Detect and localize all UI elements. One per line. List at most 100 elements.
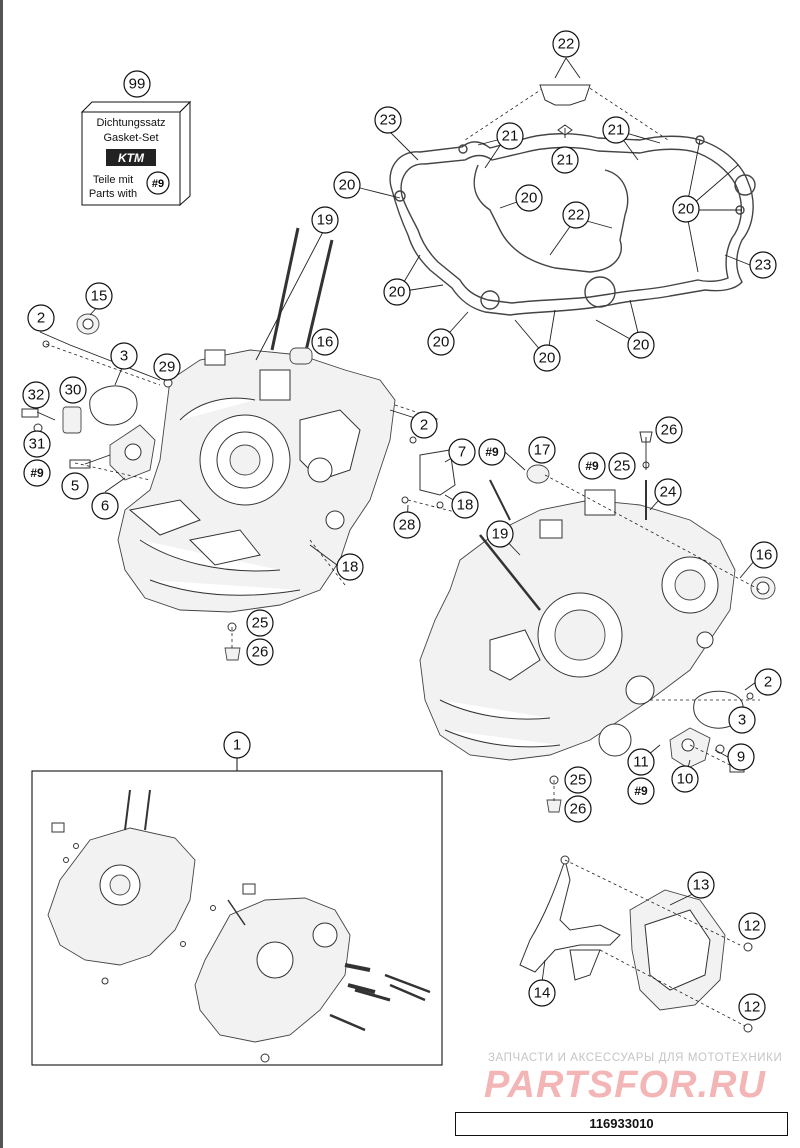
svg-text:6: 6: [101, 498, 109, 515]
svg-text:20: 20: [521, 190, 538, 207]
callout-15: 15: [85, 282, 113, 310]
left-crankcase-half: [117, 349, 396, 613]
svg-text:29: 29: [159, 359, 176, 376]
callout-ref-9-right: #9: [578, 452, 606, 480]
svg-text:26: 26: [252, 644, 269, 661]
callout-25-left: 25: [246, 609, 274, 637]
svg-text:19: 19: [492, 526, 509, 543]
callout-12-upper: 12: [738, 912, 766, 940]
callout-6: 6: [91, 492, 119, 520]
callout-3-right: 3: [728, 706, 756, 734]
svg-text:5: 5: [71, 478, 79, 495]
callout-23-left: 23: [374, 106, 402, 134]
svg-text:20: 20: [633, 337, 650, 354]
callout-9: 9: [727, 743, 755, 771]
svg-text:#9: #9: [485, 445, 499, 459]
catalog-number: 116933010: [455, 1112, 788, 1136]
svg-text:3: 3: [738, 712, 746, 729]
callout-29: 29: [153, 353, 181, 381]
callout-19-right: 19: [486, 520, 514, 548]
callout-30: 30: [59, 376, 87, 404]
callout-20-b: 20: [515, 184, 543, 212]
svg-text:31: 31: [29, 436, 46, 453]
callout-12-lower: 12: [738, 993, 766, 1021]
svg-text:20: 20: [339, 177, 356, 194]
svg-text:#9: #9: [634, 784, 648, 798]
svg-text:#9: #9: [585, 459, 599, 473]
svg-text:2: 2: [37, 310, 45, 327]
gasket-set-box: Dichtungssatz Gasket-Set KTM Teile mit P…: [80, 100, 192, 207]
callout-10: 10: [671, 765, 699, 793]
callout-28: 28: [393, 511, 421, 539]
callout-32: 32: [22, 381, 50, 409]
callout-2-left: 2: [27, 304, 55, 332]
svg-text:2: 2: [420, 417, 428, 434]
kit-ref: #9: [152, 178, 164, 190]
svg-text:12: 12: [744, 999, 761, 1016]
svg-text:#9: #9: [30, 466, 44, 480]
callout-11: 11: [627, 748, 655, 776]
svg-text:22: 22: [568, 207, 585, 224]
svg-text:30: 30: [65, 382, 82, 399]
svg-text:99: 99: [129, 76, 146, 93]
callout-20-g: 20: [627, 331, 655, 359]
svg-text:21: 21: [557, 152, 574, 169]
callout-22-top: 22: [552, 30, 580, 58]
svg-text:9: 9: [737, 749, 745, 766]
svg-text:23: 23: [380, 112, 397, 129]
callout-19-left: 19: [311, 206, 339, 234]
callout-31: 31: [23, 430, 51, 458]
callout-17: 17: [528, 436, 556, 464]
svg-text:3: 3: [120, 348, 128, 365]
callout-25-bottom: 25: [564, 766, 592, 794]
svg-text:1: 1: [233, 737, 241, 754]
svg-text:26: 26: [570, 801, 587, 818]
callout-ref-9-middle: #9: [478, 438, 506, 466]
bracket-22-leaders: [464, 84, 669, 141]
callout-24: 24: [654, 478, 682, 506]
callout-20-c: 20: [672, 195, 700, 223]
svg-text:19: 19: [317, 212, 334, 229]
callout-20-d: 20: [383, 278, 411, 306]
svg-text:10: 10: [677, 771, 694, 788]
callout-16-left: 16: [311, 328, 339, 356]
svg-text:28: 28: [399, 517, 416, 534]
complete-crankcase-box: [31, 758, 443, 1066]
callout-20-f: 20: [533, 344, 561, 372]
ktm-logo: [106, 149, 156, 166]
callout-25-top: 25: [608, 452, 636, 480]
svg-text:24: 24: [660, 484, 677, 501]
svg-text:11: 11: [633, 754, 649, 771]
svg-text:20: 20: [433, 334, 450, 351]
svg-text:14: 14: [534, 985, 551, 1002]
svg-text:20: 20: [389, 284, 406, 301]
svg-text:13: 13: [693, 877, 710, 894]
callout-23-right: 23: [749, 251, 777, 279]
callout-ref-9-left: #9: [23, 459, 51, 487]
callout-21-center: 21: [551, 146, 579, 174]
callout-26-bottom: 26: [564, 795, 592, 823]
watermark-subtitle: ЗАПЧАСТИ И АКСЕССУАРЫ ДЛЯ МОТОТЕХНИКИ: [488, 1052, 783, 1064]
callout-16-right: 16: [750, 541, 778, 569]
svg-text:23: 23: [755, 257, 772, 274]
watermark-brand: PARTSFOR.RU: [484, 1064, 766, 1106]
kit-line-1: Dichtungssatz: [96, 117, 165, 129]
callout-18-upper: 18: [451, 491, 479, 519]
callout-20-e: 20: [427, 328, 455, 356]
callout-2-right: 2: [754, 668, 782, 696]
callout-7: 7: [448, 438, 476, 466]
callout-26-top: 26: [655, 416, 683, 444]
svg-text:21: 21: [502, 128, 519, 145]
kit-line-3: Teile mit: [93, 174, 133, 186]
callout-21-left: 21: [496, 122, 524, 150]
svg-text:20: 20: [539, 350, 556, 367]
svg-text:12: 12: [744, 918, 761, 935]
svg-text:25: 25: [570, 772, 587, 789]
svg-text:32: 32: [28, 387, 45, 404]
svg-text:16: 16: [756, 547, 773, 564]
svg-text:25: 25: [614, 458, 631, 475]
svg-text:20: 20: [678, 201, 695, 218]
svg-text:22: 22: [558, 36, 575, 53]
callout-13: 13: [687, 871, 715, 899]
callout-2-middle: 2: [410, 411, 438, 439]
